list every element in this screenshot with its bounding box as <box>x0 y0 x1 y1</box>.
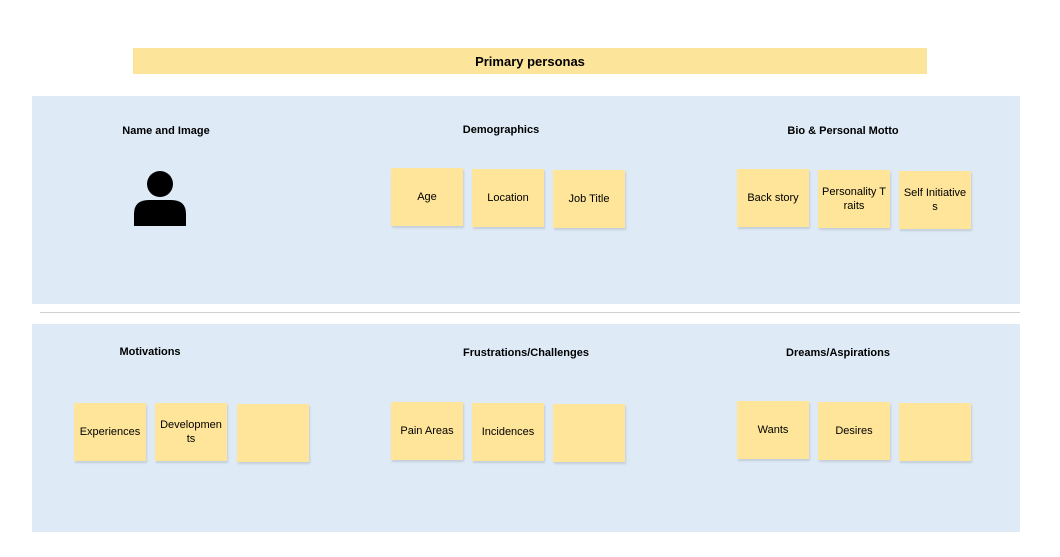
frustrations-heading: Frustrations/Challenges <box>463 347 589 359</box>
name-image-heading: Name and Image <box>122 125 210 137</box>
motivations-heading: Motivations <box>119 346 181 358</box>
person-icon <box>134 171 186 226</box>
sticky-note-age: Age <box>391 168 463 226</box>
demographics-heading: Demographics <box>462 124 540 136</box>
sticky-note-blank <box>237 404 309 462</box>
sticky-note-desires: Desires <box>818 402 890 460</box>
row-divider <box>40 312 1020 313</box>
sticky-note-incidences: Incidences <box>472 403 544 461</box>
sticky-note-blank <box>553 404 625 462</box>
sticky-note-experiences: Experiences <box>74 403 146 461</box>
sticky-note-back-story: Back story <box>737 169 809 227</box>
sticky-note-job-title: Job Title <box>553 170 625 228</box>
sticky-note-wants: Wants <box>737 401 809 459</box>
sticky-note-pain-areas: Pain Areas <box>391 402 463 460</box>
page-title: Primary personas <box>133 48 927 74</box>
dreams-heading: Dreams/Aspirations <box>786 347 890 359</box>
bio-heading: Bio & Personal Motto <box>787 125 899 137</box>
sticky-note-personality-traits: Personality Traits <box>818 170 890 228</box>
sticky-note-location: Location <box>472 169 544 227</box>
sticky-note-self-initiatives: Self Initiatives <box>899 171 971 229</box>
sticky-note-blank <box>899 403 971 461</box>
sticky-note-developments: Developments <box>155 403 227 461</box>
